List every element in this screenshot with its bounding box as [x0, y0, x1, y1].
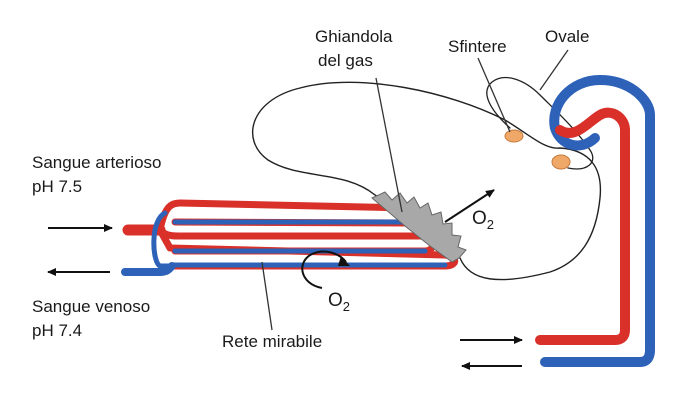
- o2-countercurrent-arrow: [301, 250, 347, 289]
- oval-vessels: [535, 75, 655, 367]
- label-rete-mirabile: Rete mirabile: [222, 332, 322, 351]
- label-sfintere: Sfintere: [448, 37, 507, 56]
- label-sangue-arterioso: Sangue arterioso: [32, 153, 161, 172]
- label-sangue-venoso: Sangue venoso: [32, 297, 150, 316]
- label-o2-rete: O2: [328, 290, 350, 314]
- label-del-gas: del gas: [318, 51, 373, 70]
- o2-secretion-arrow: [444, 189, 495, 223]
- swim-bladder-outline: [252, 81, 602, 281]
- oval-chamber-outline: [486, 77, 594, 170]
- label-ghiandola: Ghiandola: [315, 27, 393, 46]
- oval-valve: [551, 154, 571, 170]
- label-o2-gland: O2: [472, 208, 494, 232]
- sphincter: [504, 129, 524, 143]
- gas-gland: [371, 191, 467, 263]
- rete-leader: [261, 261, 273, 331]
- label-ph-venoso: pH 7.4: [32, 321, 82, 340]
- ghiandola-leader: [375, 77, 403, 213]
- ovale-leader: [539, 49, 569, 91]
- label-ph-arterioso: pH 7.5: [32, 177, 82, 196]
- sfintere-leader: [477, 57, 511, 133]
- label-ovale: Ovale: [545, 27, 589, 46]
